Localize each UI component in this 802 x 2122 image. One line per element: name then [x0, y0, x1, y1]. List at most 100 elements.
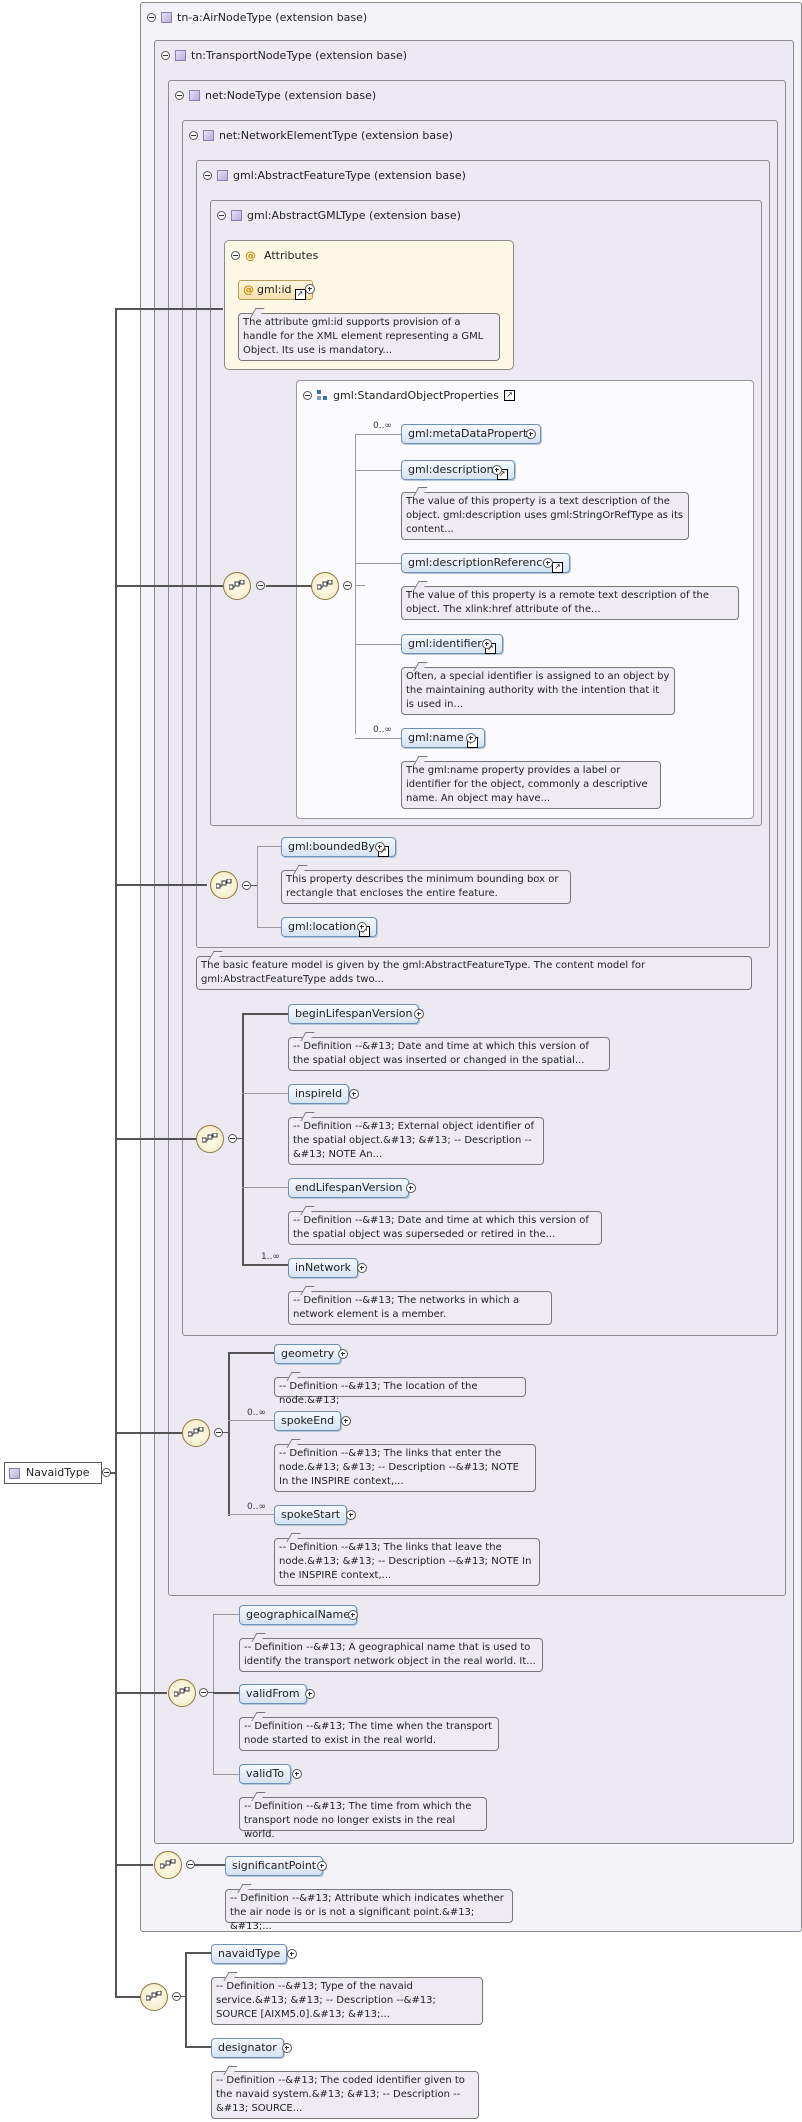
expand-icon[interactable]	[287, 1949, 297, 1959]
navaid-type-root[interactable]: NavaidType	[4, 1462, 102, 1484]
connector	[242, 1187, 288, 1188]
connector	[257, 846, 258, 928]
sequence-compositor-icon[interactable]	[223, 572, 251, 600]
connector	[106, 1472, 116, 1474]
connector	[233, 1138, 243, 1139]
expand-icon[interactable]	[305, 284, 315, 294]
attribute-icon: @	[243, 283, 254, 296]
reference-arrow-icon: ↗	[294, 288, 306, 300]
annotation-note: The basic feature model is given by the …	[196, 956, 752, 990]
connector	[115, 308, 117, 1998]
gml-boundedby-element[interactable]: gml:boundedBy↗	[281, 837, 396, 857]
annotation-note: -- Definition --&#13; Attribute which in…	[225, 1889, 513, 1932]
expand-icon[interactable]	[282, 2043, 292, 2053]
gml-descriptionreference-element[interactable]: gml:descriptionReference↗	[401, 553, 571, 573]
collapse-toggle[interactable]	[172, 1992, 181, 2001]
collapse-toggle[interactable]	[214, 1428, 223, 1437]
gml-id-attribute[interactable]: @gml:id↗	[238, 280, 313, 300]
expand-icon[interactable]	[375, 842, 385, 852]
gml-description-element[interactable]: gml:description↗	[401, 460, 515, 480]
complex-type-icon	[175, 49, 186, 61]
connector	[355, 644, 401, 645]
complex-type-icon	[217, 169, 228, 181]
innetwork-element[interactable]: inNetwork	[288, 1258, 358, 1278]
geometry-element[interactable]: geometry	[274, 1344, 342, 1364]
element-label: inspireId	[295, 1087, 343, 1100]
collapse-toggle[interactable]	[303, 390, 312, 400]
expand-icon[interactable]	[406, 1183, 416, 1193]
attribute-icon: @	[245, 248, 256, 262]
collapse-toggle[interactable]	[147, 12, 156, 22]
inspireid-element[interactable]: inspireId	[288, 1084, 350, 1104]
designator-element[interactable]: designator	[211, 2038, 284, 2058]
spokeend-element[interactable]: spokeEnd	[274, 1411, 342, 1431]
collapse-toggle[interactable]	[217, 210, 226, 220]
cardinality-label: 0..∞	[247, 1408, 266, 1418]
sequence-compositor-icon[interactable]	[311, 572, 339, 600]
connector	[176, 1996, 186, 1997]
connector	[115, 1432, 183, 1434]
connector	[257, 846, 281, 847]
element-label: inNetwork	[295, 1261, 351, 1274]
connector	[185, 2046, 211, 2048]
geographicalname-element[interactable]: geographicalName	[239, 1605, 358, 1625]
collapse-toggle[interactable]	[203, 170, 212, 180]
sequence-compositor-icon[interactable]	[182, 1419, 210, 1447]
sequence-compositor-icon[interactable]	[154, 1851, 182, 1879]
expand-icon[interactable]	[305, 1689, 315, 1699]
sequence-compositor-icon[interactable]	[168, 1679, 196, 1707]
sequence-compositor-icon[interactable]	[140, 1983, 168, 2011]
expand-icon[interactable]	[526, 429, 536, 439]
expand-icon[interactable]	[492, 465, 502, 475]
gml-identifier-element[interactable]: gml:identifier↗	[401, 634, 503, 654]
expand-icon[interactable]	[346, 1510, 356, 1520]
annotation-note: Often, a special identifier is assigned …	[401, 667, 675, 715]
connector	[213, 1692, 239, 1694]
annotation-note: -- Definition --&#13; Type of the navaid…	[211, 1977, 483, 2025]
expand-icon[interactable]	[543, 558, 553, 568]
annotation-note: -- Definition --&#13; The networks in wh…	[288, 1291, 552, 1325]
navaidtype-element[interactable]: navaidType	[211, 1944, 288, 1964]
expand-icon[interactable]	[317, 1861, 327, 1871]
beginlifespanversion-element[interactable]: beginLifespanVersion	[288, 1004, 420, 1024]
collapse-toggle[interactable]	[199, 1688, 208, 1697]
element-label: beginLifespanVersion	[295, 1007, 413, 1020]
sequence-compositor-icon[interactable]	[196, 1125, 224, 1153]
collapse-toggle[interactable]	[228, 1134, 237, 1143]
collapse-toggle[interactable]	[242, 881, 251, 890]
collapse-toggle[interactable]	[175, 90, 184, 100]
collapse-toggle[interactable]	[102, 1468, 111, 1477]
expand-icon[interactable]	[357, 922, 367, 932]
type-label: net:NetworkElementType (extension base)	[219, 128, 453, 142]
expand-icon[interactable]	[357, 1263, 367, 1273]
connector	[257, 927, 281, 928]
collapse-toggle[interactable]	[186, 1860, 195, 1869]
expand-icon[interactable]	[292, 1769, 302, 1779]
collapse-toggle[interactable]	[256, 581, 265, 590]
sequence-compositor-icon[interactable]	[210, 871, 238, 899]
cardinality-label: 1..∞	[261, 1252, 280, 1262]
spokestart-element[interactable]: spokeStart	[274, 1505, 348, 1525]
gml-metadataproperty-element[interactable]: gml:metaDataProperty	[401, 424, 541, 444]
expand-icon[interactable]	[466, 733, 476, 743]
significantpoint-element[interactable]: significantPoint	[225, 1856, 324, 1876]
collapse-toggle[interactable]	[161, 50, 170, 60]
validfrom-element[interactable]: validFrom	[239, 1684, 307, 1704]
collapse-toggle[interactable]	[189, 130, 198, 140]
expand-icon[interactable]	[348, 1610, 358, 1620]
validto-element[interactable]: validTo	[239, 1764, 291, 1784]
endlifespanversion-element[interactable]: endLifespanVersion	[288, 1178, 410, 1198]
connector	[185, 1952, 187, 2048]
connector	[242, 1264, 288, 1266]
expand-icon[interactable]	[341, 1416, 351, 1426]
collapse-toggle[interactable]	[343, 581, 352, 590]
expand-icon[interactable]	[482, 639, 492, 649]
expand-icon[interactable]	[414, 1009, 424, 1019]
collapse-toggle[interactable]	[231, 250, 240, 260]
expand-icon[interactable]	[338, 1349, 348, 1359]
reference-arrow-icon: ↗	[552, 561, 564, 573]
element-label: endLifespanVersion	[295, 1181, 403, 1194]
expand-icon[interactable]	[349, 1089, 359, 1099]
connector	[115, 1864, 153, 1866]
element-label: validFrom	[246, 1687, 300, 1700]
